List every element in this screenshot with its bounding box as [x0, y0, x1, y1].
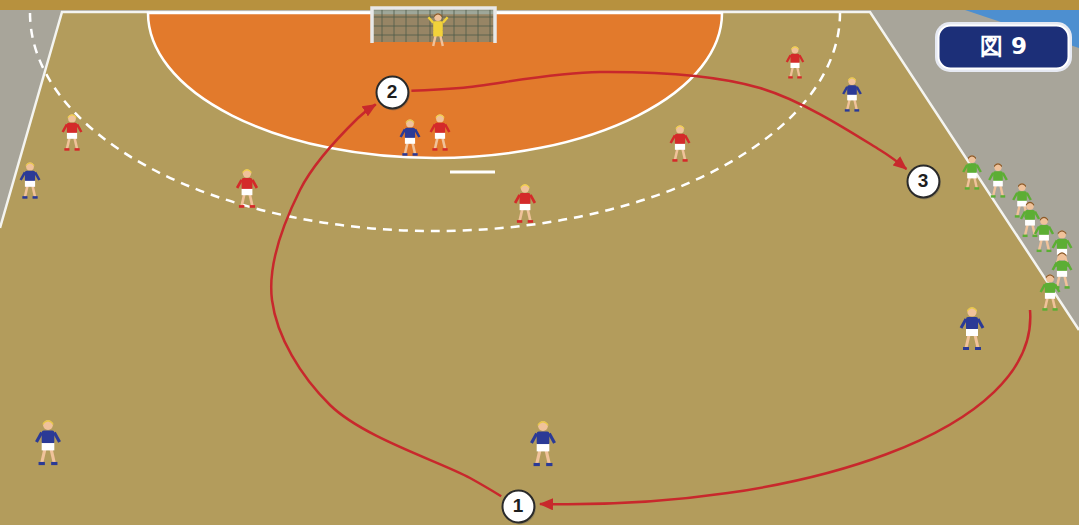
run-arrow [540, 310, 1030, 504]
top-band [0, 0, 1079, 10]
text-holder: 3 [906, 164, 941, 199]
goal-area [148, 13, 722, 158]
badge-frame [935, 22, 1072, 72]
badge-fill [939, 26, 1069, 69]
free-throw-line [30, 13, 840, 231]
callout-circle: 2 [375, 75, 410, 110]
circle-shadow [908, 166, 941, 199]
court-floor [0, 12, 1079, 525]
callout-circle: 1 [501, 489, 536, 524]
text-holder: 1 [501, 489, 536, 524]
callout-circle: 3 [906, 164, 941, 199]
figure-badge: 図 9 [937, 24, 1070, 70]
court-boundary [0, 12, 1079, 330]
text-holder: 図 9 [937, 24, 1070, 70]
circle-shadow [377, 77, 410, 110]
run-arrow [271, 104, 501, 496]
node-text: 3 [918, 171, 929, 192]
node-text: 2 [387, 82, 398, 103]
circle-outline [502, 490, 534, 522]
circle-shadow [503, 491, 536, 524]
text-holder: 2 [375, 75, 410, 110]
node-text: 1 [513, 496, 524, 517]
run-arrow [411, 72, 906, 169]
node-text: 図 9 [980, 34, 1027, 59]
seven-metre-mark [450, 171, 495, 174]
circle-outline [907, 165, 939, 197]
circle-outline [376, 76, 408, 108]
